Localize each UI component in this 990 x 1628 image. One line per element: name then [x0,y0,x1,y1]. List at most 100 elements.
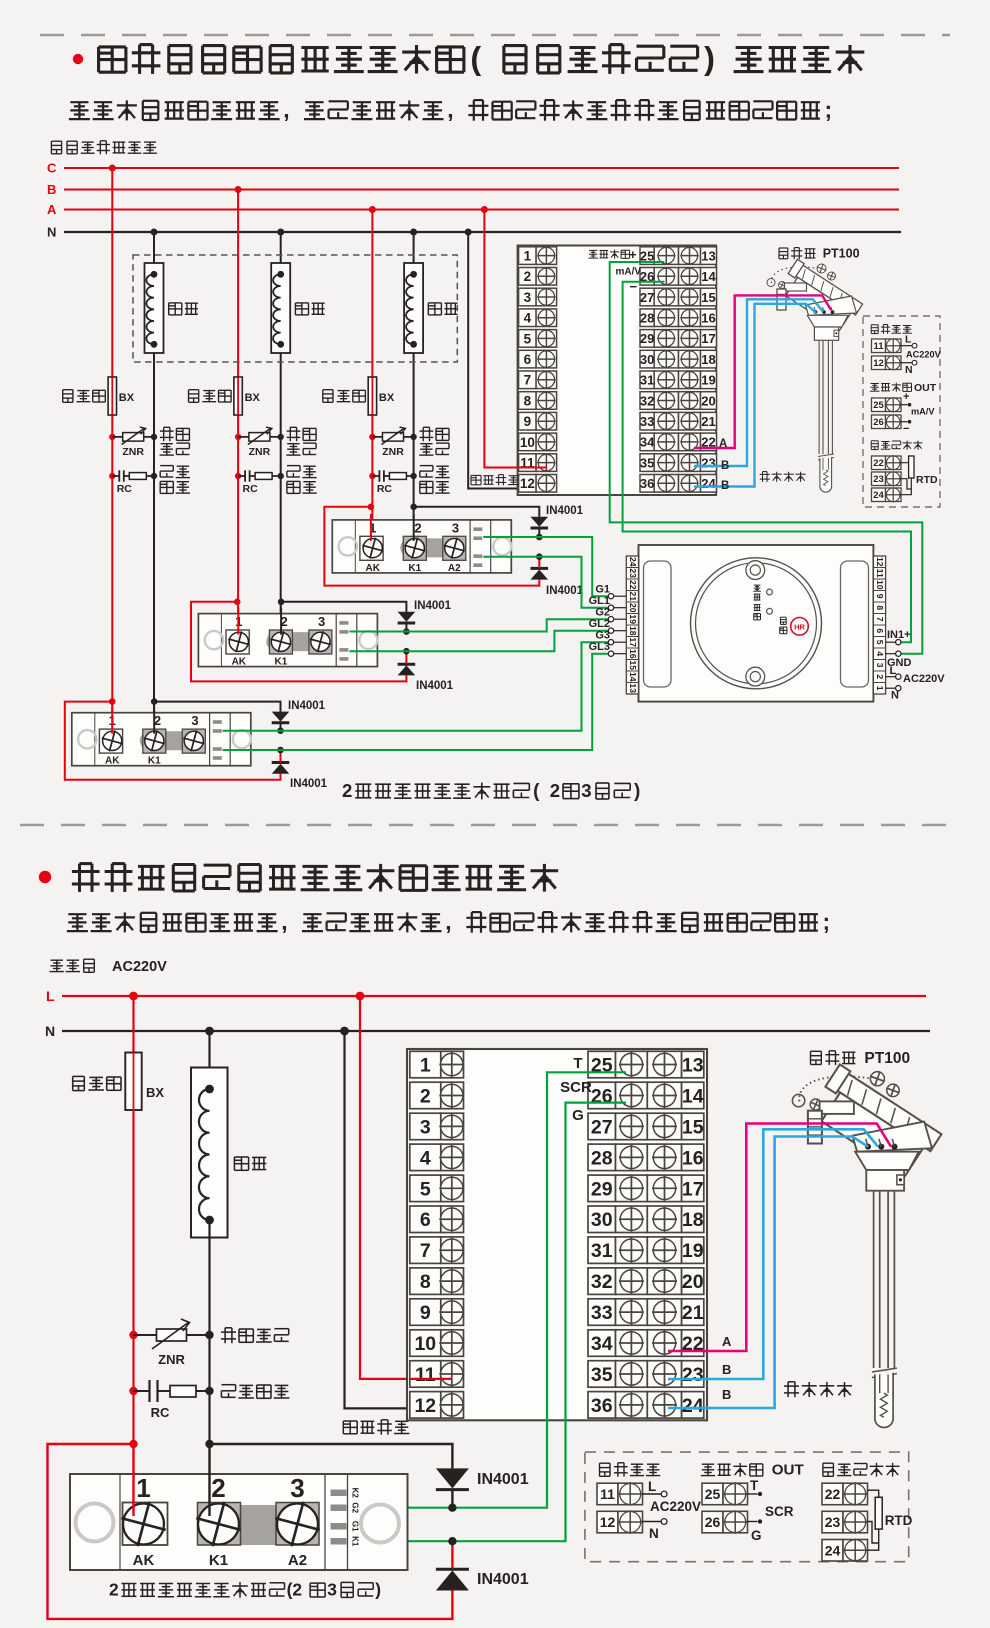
svg-text:26: 26 [705,1514,721,1530]
svg-text:3: 3 [318,614,325,629]
svg-text:A: A [722,1334,732,1349]
svg-text:12: 12 [414,1395,436,1417]
svg-text:15: 15 [682,1116,704,1138]
svg-text:17: 17 [701,331,715,346]
svg-text:2: 2 [420,1086,431,1108]
svg-text:13: 13 [628,683,638,693]
svg-text:RC: RC [151,1405,170,1420]
svg-text:K1: K1 [275,657,288,668]
svg-text:A: A [719,438,727,450]
svg-text:): ) [375,1580,381,1600]
svg-text:29: 29 [591,1178,613,1200]
svg-text:11: 11 [873,341,884,352]
svg-text:10: 10 [520,435,535,450]
svg-text:26: 26 [640,269,654,284]
svg-text:12: 12 [520,476,535,491]
svg-text:,: , [283,97,289,123]
svg-text:BX: BX [245,392,261,404]
svg-text:G2: G2 [351,1502,360,1513]
svg-text:29: 29 [640,331,654,346]
svg-text:28: 28 [591,1147,613,1169]
svg-text:G: G [572,1107,584,1124]
svg-text:30: 30 [591,1209,613,1231]
svg-text:T: T [573,1055,582,1072]
svg-text:23: 23 [873,474,884,485]
svg-text:2: 2 [109,1580,119,1600]
svg-text:G1: G1 [351,1521,360,1532]
svg-text:mA/V: mA/V [911,407,935,417]
svg-text:17: 17 [682,1178,704,1200]
svg-text:N: N [45,1023,55,1039]
svg-text:30: 30 [640,352,654,367]
svg-text:GL1: GL1 [589,595,610,607]
svg-text:10: 10 [875,580,885,590]
svg-text:10: 10 [414,1333,436,1355]
svg-text:mA/V: mA/V [616,267,642,278]
svg-text:33: 33 [640,414,654,429]
svg-text:,: , [445,909,451,935]
svg-text:2: 2 [211,1473,225,1503]
svg-text:(: ( [533,781,540,802]
svg-text:L: L [890,665,897,677]
svg-text:5: 5 [420,1178,431,1200]
svg-text:,: , [281,909,287,935]
svg-text:3: 3 [581,780,591,801]
svg-text:11: 11 [600,1486,615,1502]
svg-text:12: 12 [600,1514,616,1530]
svg-text:): ) [634,781,640,802]
svg-text:22: 22 [682,1333,704,1355]
svg-text:1: 1 [875,686,885,691]
svg-text:25: 25 [640,248,654,263]
svg-text:21: 21 [628,591,638,601]
svg-text:BX: BX [379,392,395,404]
svg-text:16: 16 [628,649,638,659]
svg-text:SCR: SCR [765,1504,794,1519]
svg-text:19: 19 [701,373,715,388]
svg-text:N: N [891,690,899,702]
svg-text:G: G [751,1528,762,1543]
svg-text:2: 2 [524,269,532,284]
svg-text:L: L [46,988,55,1004]
svg-text:19: 19 [682,1240,704,1262]
svg-text:15: 15 [628,660,638,670]
svg-text:2: 2 [875,674,885,679]
svg-text:AK: AK [365,563,380,574]
svg-text:PT100: PT100 [823,247,860,261]
svg-text:): ) [704,41,715,77]
svg-text:IN4001: IN4001 [414,600,452,612]
svg-text:IN4001: IN4001 [477,1571,529,1588]
svg-text:ZNR: ZNR [122,446,144,458]
svg-text:+: + [903,391,909,403]
svg-text:15: 15 [701,290,715,305]
svg-text:2: 2 [414,520,421,535]
svg-text:GND: GND [887,657,912,669]
svg-text:21: 21 [682,1302,704,1324]
svg-text:G3: G3 [595,630,610,642]
svg-text:AC220V: AC220V [906,350,942,360]
svg-text:20: 20 [701,393,715,408]
svg-text:GL3: GL3 [589,641,610,653]
svg-text:RTD: RTD [885,1513,913,1528]
svg-text:36: 36 [640,476,654,491]
svg-text:32: 32 [640,393,654,408]
svg-text:3: 3 [875,663,885,668]
svg-text:32: 32 [591,1271,613,1293]
svg-text:AC220V: AC220V [903,673,945,685]
svg-text:27: 27 [640,290,654,305]
svg-text:B: B [722,1362,731,1377]
svg-text:AC220V: AC220V [650,1499,701,1514]
svg-text:ZNR: ZNR [382,446,404,458]
svg-text:14: 14 [628,672,638,682]
svg-text:B: B [47,182,56,197]
svg-text:−: − [630,279,638,294]
svg-text:5: 5 [875,640,885,645]
svg-text:;: ; [823,909,831,935]
svg-text:C: C [47,161,57,176]
svg-text:35: 35 [640,455,654,470]
svg-text:A2: A2 [288,1552,307,1569]
svg-text:11: 11 [415,1364,436,1386]
svg-text:24: 24 [682,1395,704,1417]
svg-text:27: 27 [591,1116,613,1138]
svg-text:22: 22 [873,458,884,469]
svg-text:G1: G1 [595,584,610,596]
